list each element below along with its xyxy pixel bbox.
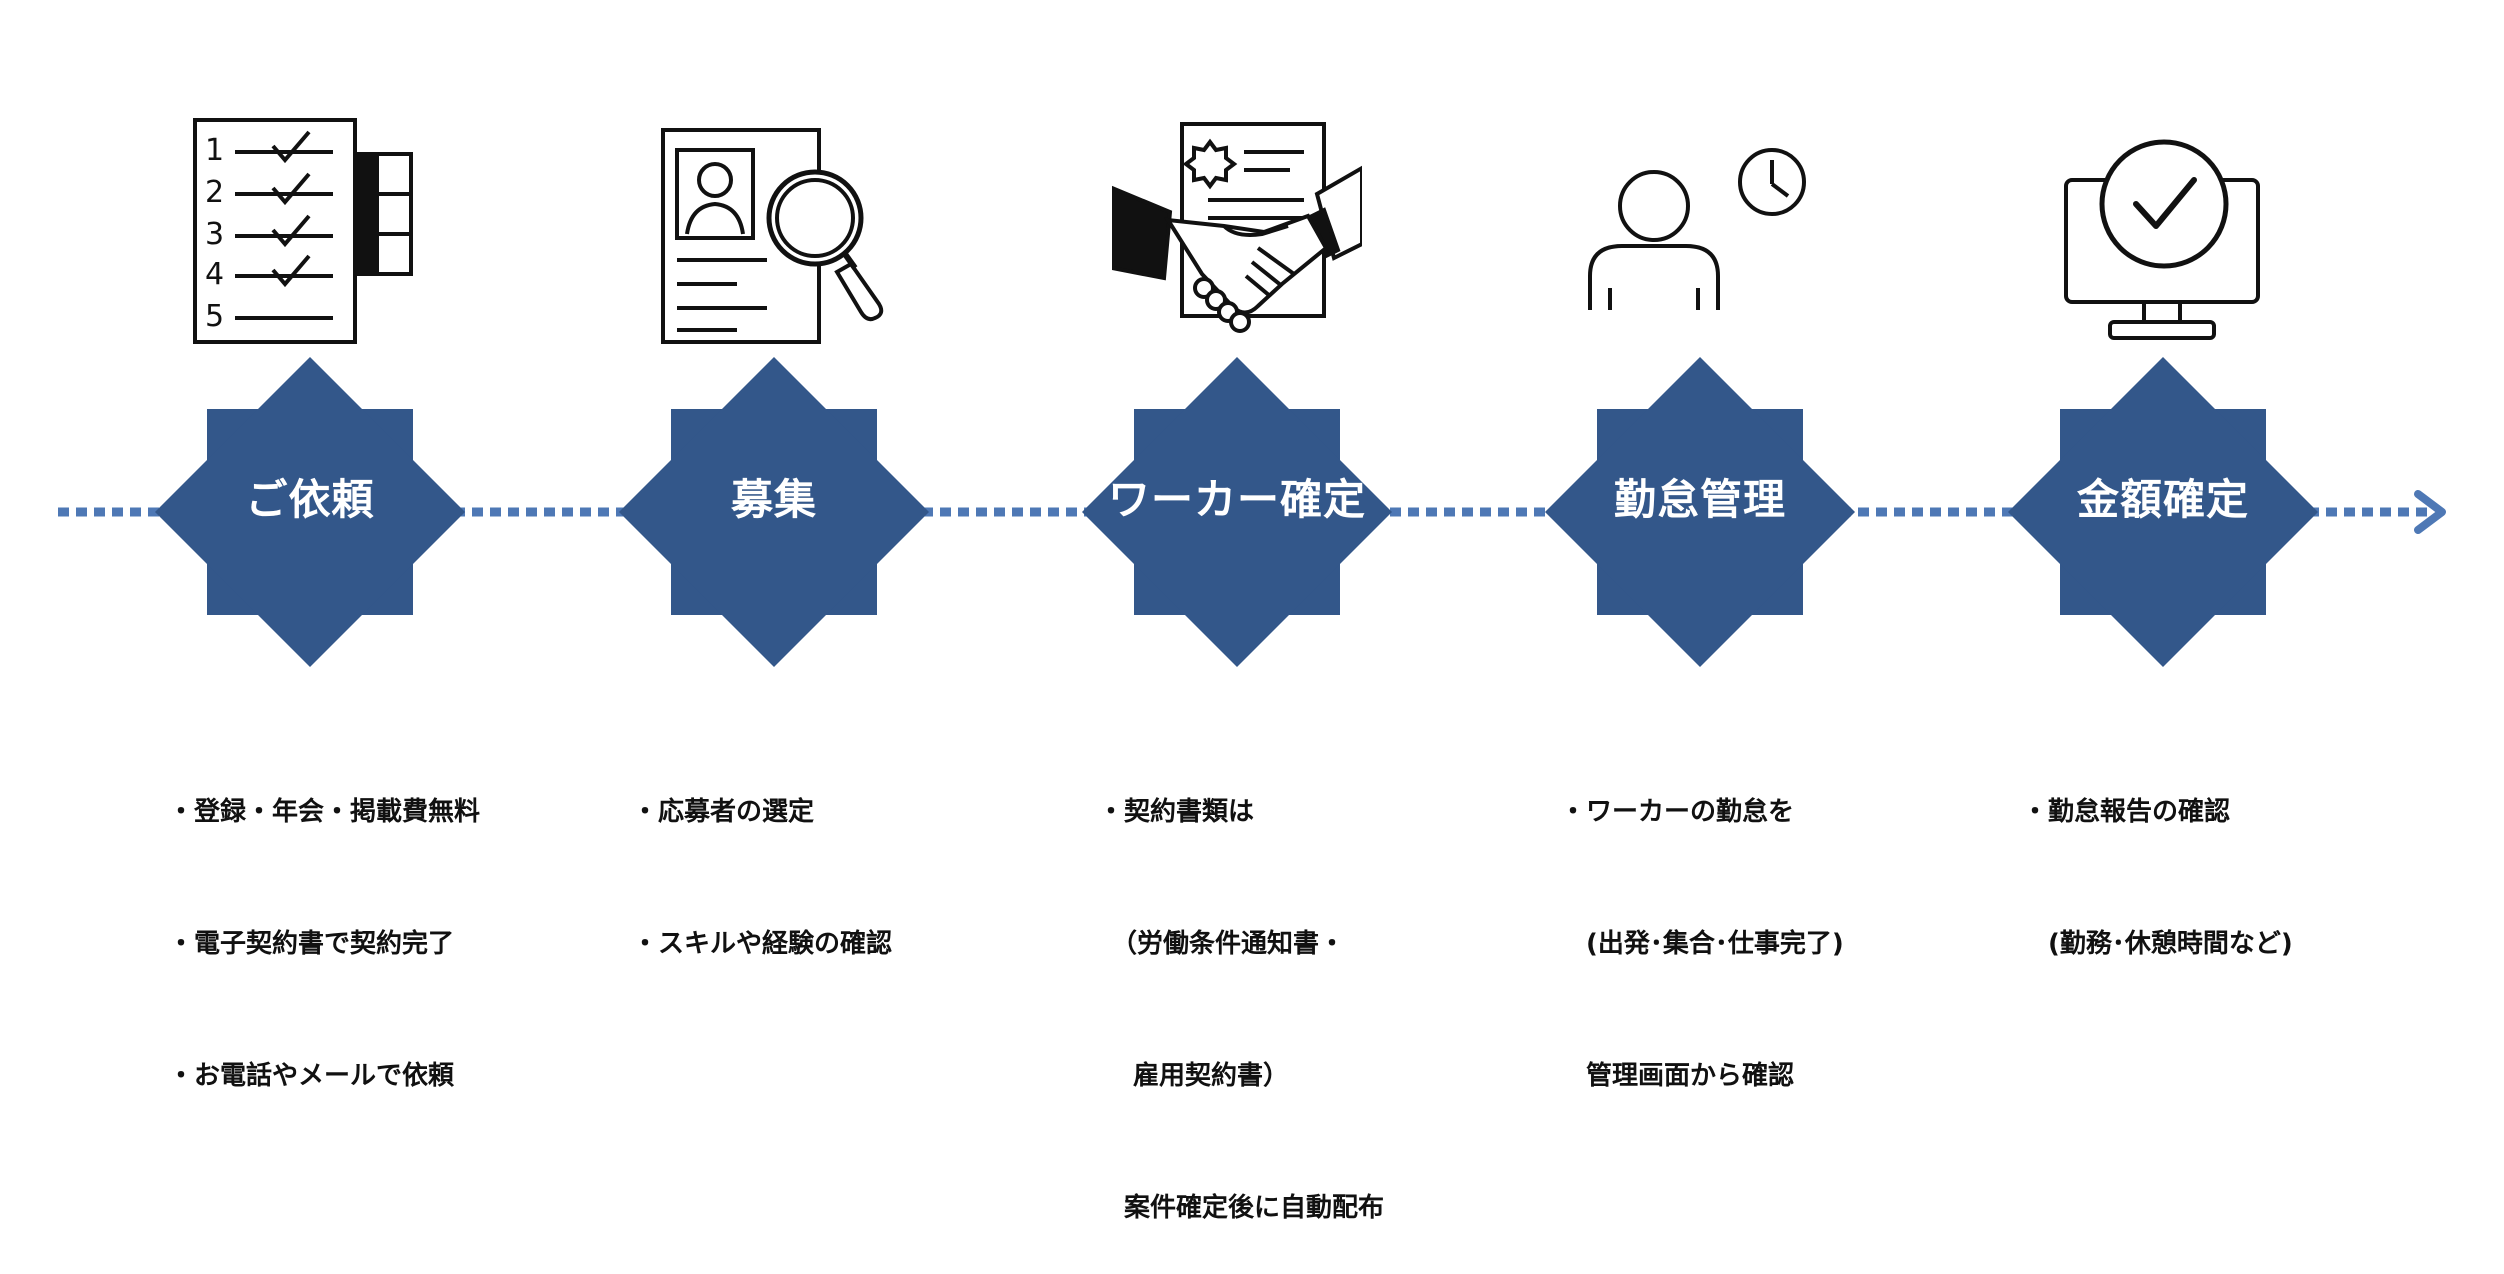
step-3-line-3: 雇用契約書） <box>1098 1061 1290 1091</box>
resume-search-icon <box>655 108 905 358</box>
step-5-title: 金額確定 <box>2076 475 2249 524</box>
person-clock-icon <box>1576 108 1826 358</box>
step-2-description: ・応募者の選定 ・スキルや経験の確認 <box>632 702 892 1010</box>
process-flow <box>58 357 2446 667</box>
step-4-line-1: ・ワーカーの勤怠を <box>1560 797 1795 827</box>
checklist-icon: 1 2 3 4 5 <box>185 108 435 358</box>
step-3-line-4: 案件確定後に自動配布 <box>1098 1193 1385 1223</box>
step-2-title: 募集 <box>730 475 817 524</box>
svg-text:3: 3 <box>205 217 224 252</box>
step-4-line-2: (出発･集合･仕事完了) <box>1560 929 1844 959</box>
step-5-line-2: (勤務･休憩時間など) <box>2022 929 2293 959</box>
monitor-check-icon <box>2038 108 2288 358</box>
step-3-star <box>1082 357 1392 667</box>
step-1-description: ・登録・年会・掲載費無料 ・電子契約書で契約完了 ・お電話やメールで依頼 <box>168 702 480 1142</box>
step-1-star <box>155 357 465 667</box>
step-2-star <box>619 357 929 667</box>
flow-arrowhead-icon <box>2414 490 2446 534</box>
step-5-description: ・勤怠報告の確認 (勤務･休憩時間など) <box>2022 702 2293 1010</box>
step-4-star <box>1545 357 1855 667</box>
handshake-contract-icon <box>1112 108 1362 358</box>
step-1-title: ご依頼 <box>245 475 375 524</box>
step-1-line-2: ・電子契約書で契約完了 <box>168 929 455 959</box>
step-5-star <box>2008 357 2318 667</box>
step-4-description: ・ワーカーの勤怠を (出発･集合･仕事完了) 管理画面から確認 <box>1560 702 1844 1142</box>
step-1-line-3: ・お電話やメールで依頼 <box>168 1061 455 1091</box>
step-3-description: ・契約書類は （労働条件通知書・ 雇用契約書） 案件確定後に自動配布 <box>1098 702 1384 1274</box>
step-2-line-2: ・スキルや経験の確認 <box>632 929 893 959</box>
step-3-line-1: ・契約書類は <box>1098 797 1255 827</box>
step-3-line-2: （労働条件通知書・ <box>1098 929 1346 959</box>
step-3-title: ワーカー確定 <box>1107 475 1366 524</box>
step-4-line-3: 管理画面から確認 <box>1560 1061 1795 1091</box>
svg-text:1: 1 <box>205 133 224 168</box>
step-2-line-1: ・応募者の選定 <box>632 797 815 827</box>
svg-text:5: 5 <box>205 299 224 334</box>
svg-text:4: 4 <box>205 257 224 292</box>
step-5-line-1: ・勤怠報告の確認 <box>2022 797 2231 827</box>
step-4-title: 勤怠管理 <box>1613 475 1786 524</box>
step-1-line-1: ・登録・年会・掲載費無料 <box>168 797 481 827</box>
svg-text:2: 2 <box>205 175 224 210</box>
